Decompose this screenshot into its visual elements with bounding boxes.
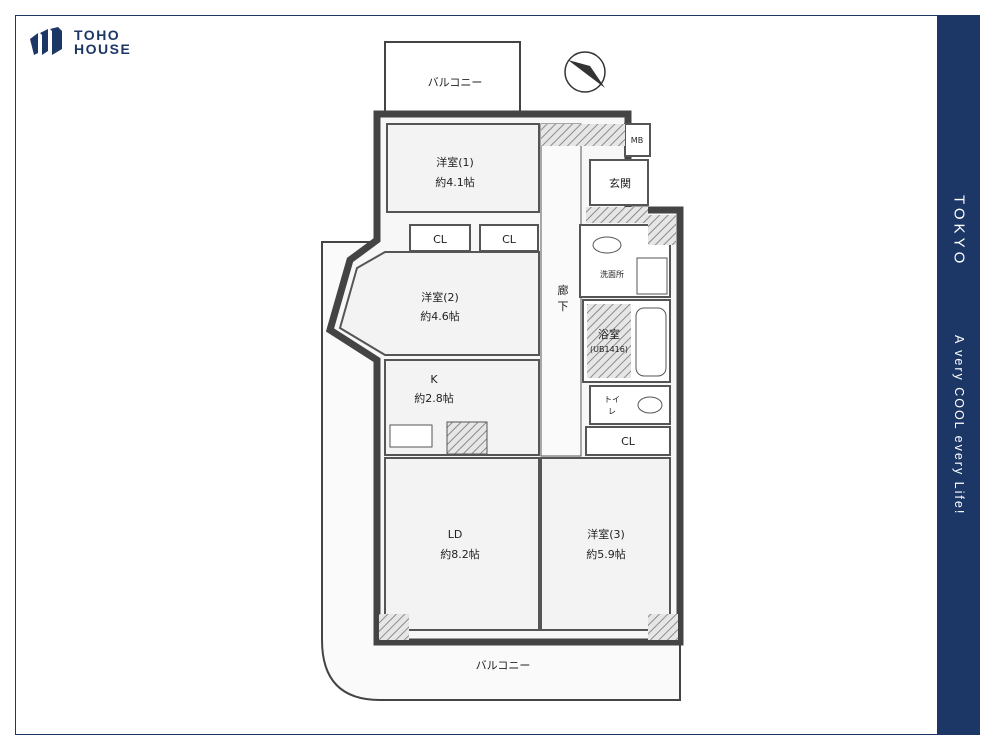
sidebar-band [937,15,980,735]
washer-space [636,257,668,295]
closet-1-label: CL [433,233,448,246]
hatched-corner [379,614,409,640]
mb-label: MB [631,136,643,145]
bath-floor [587,304,631,378]
room-western1 [386,123,540,213]
western1-name: 洋室(1) [436,155,474,169]
logo-mark-icon [30,27,62,55]
closet-2-label: CL [502,233,517,246]
hatched-corner [648,614,678,640]
kitchen-sink [389,424,433,448]
bath-size: (UB1416) [590,345,628,354]
western1-size: 約4.1帖 [435,175,475,189]
western2-name: 洋室(2) [421,290,459,304]
meter-box [624,123,651,157]
living-name: LD [448,528,463,541]
closet-3-label: CL [621,435,636,448]
hallway-label-1: 廊 [558,283,569,297]
hatched-wall [541,124,625,146]
closet-2 [479,224,539,252]
balcony-bottom-label: バルコニー [476,659,531,672]
kitchen-size: 約2.8帖 [414,391,454,405]
balcony-top-label: バルコニー [428,76,483,89]
closet-1 [409,224,471,252]
entrance-area [589,159,649,206]
bath-name: 浴室 [598,327,620,341]
toilet-label-1: トイ [604,395,620,404]
kitchen-stove [446,421,488,455]
room-western3 [540,457,671,631]
living-size: 約8.2帖 [440,547,480,561]
hatched-corner [648,215,676,245]
hallway-label-2: 下 [558,300,569,313]
hatched-wall [586,207,648,223]
entrance-label: 玄関 [609,176,631,190]
wash-basin [592,236,622,254]
western3-size: 約5.9帖 [586,547,626,561]
bathtub [635,307,667,377]
room-living [384,457,540,631]
room-western2 [338,251,540,356]
logo-text-line1: TOHO [74,27,121,43]
closet-3 [585,426,671,456]
logo-text-line2: HOUSE [74,41,132,57]
toilet-label-2: レ [608,407,616,416]
north-compass-icon [564,51,606,93]
western2-size: 約4.6帖 [420,309,460,323]
western3-name: 洋室(3) [587,527,625,541]
brand-logo: TOHO HOUSE [28,27,131,57]
kitchen-name: K [430,373,438,386]
washroom-label: 洗面所 [600,269,624,279]
toilet-bowl [637,396,663,414]
